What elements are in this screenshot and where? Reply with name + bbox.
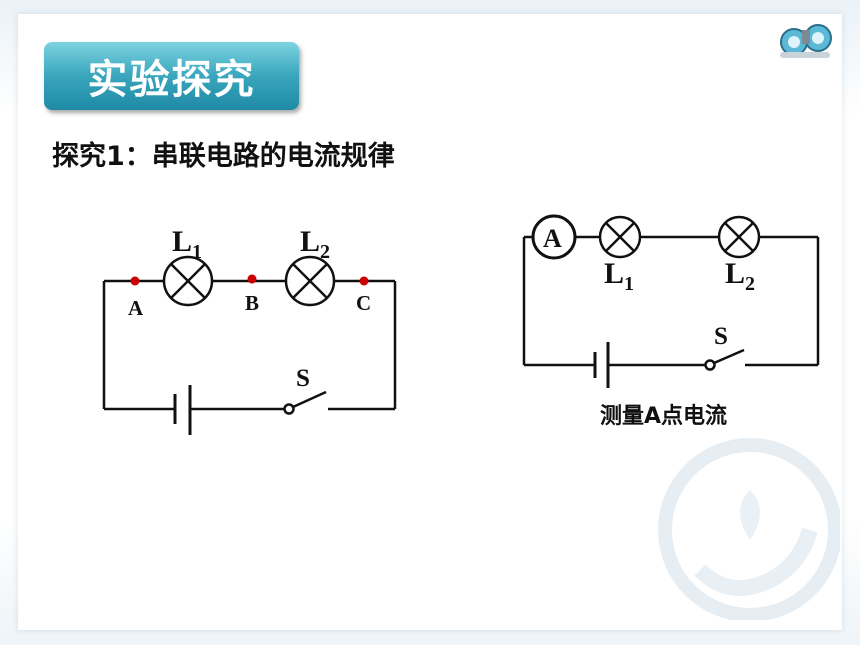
point-a-label: A	[128, 296, 144, 320]
node-dot-a	[130, 276, 140, 286]
right-switch	[704, 348, 745, 371]
left-lamp-1	[162, 255, 214, 307]
right-switch-label: S	[714, 323, 728, 350]
left-battery	[173, 385, 192, 435]
right-circuit	[522, 235, 820, 367]
right-circuit-caption: 测量A点电流	[600, 404, 728, 429]
node-dot-b	[247, 274, 257, 284]
point-b-label: B	[245, 291, 259, 315]
right-lamp-1	[598, 215, 642, 259]
ammeter-label: A	[543, 224, 562, 253]
left-circuit	[102, 279, 397, 411]
left-lamp2-label: L2	[300, 225, 330, 263]
right-lamp-2	[717, 215, 761, 259]
right-lamp1-label: L1	[604, 257, 634, 295]
point-c-label: C	[356, 291, 371, 315]
left-lamp-2	[284, 255, 336, 307]
node-dot-c	[359, 276, 369, 286]
left-lamp1-label: L1	[172, 225, 202, 263]
hands-leaf-watermark	[658, 438, 840, 620]
binoculars-icon	[780, 24, 832, 58]
right-lamp2-label: L2	[725, 257, 755, 295]
ammeter	[531, 214, 577, 260]
left-switch	[283, 390, 327, 415]
right-battery	[593, 342, 610, 388]
slide-title: 实验探究	[44, 42, 299, 110]
slide-frame	[18, 14, 842, 630]
left-switch-label: S	[296, 365, 310, 392]
slide-subtitle: 探究1：串联电路的电流规律	[52, 141, 395, 172]
